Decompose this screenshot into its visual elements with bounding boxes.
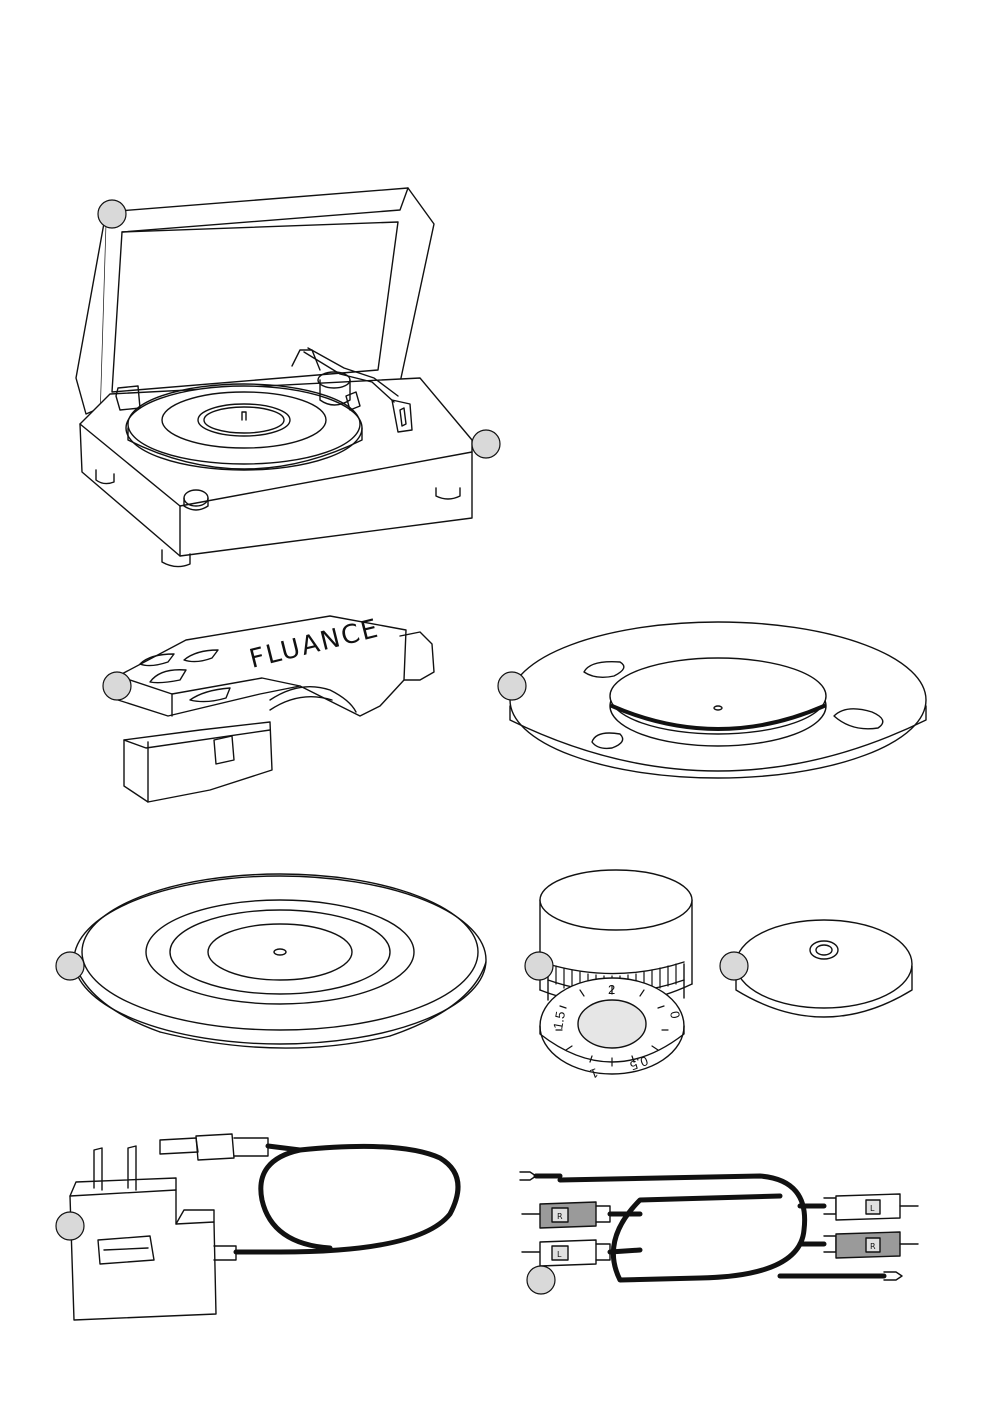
dial-number: 2 <box>608 982 615 997</box>
callout-counterweight <box>525 952 553 980</box>
jack-label: R <box>557 1212 563 1221</box>
callout-headshell <box>103 672 131 700</box>
callout-power-adapter <box>56 1212 84 1240</box>
callout-platter <box>498 672 526 700</box>
jack-label: L <box>870 1204 875 1213</box>
platter-illustration <box>510 622 926 778</box>
counterweight-illustration <box>540 870 692 1074</box>
callout-rca-cable <box>527 1266 555 1294</box>
callout-dust-cover <box>98 200 126 228</box>
callout-turntable <box>472 430 500 458</box>
callout-45-adapter <box>720 952 748 980</box>
turntable-illustration <box>76 188 472 567</box>
rca-cable-illustration <box>520 1172 918 1280</box>
45-adapter-illustration <box>736 920 912 1017</box>
slipmat-illustration <box>74 874 486 1048</box>
jack-label: R <box>870 1242 876 1251</box>
power-adapter-illustration <box>70 1134 458 1320</box>
rca-jack-labels: R L L R <box>557 1204 876 1259</box>
dial-number: 1.5 <box>550 1010 568 1030</box>
callout-slipmat <box>56 952 84 980</box>
jack-label: L <box>557 1250 562 1259</box>
